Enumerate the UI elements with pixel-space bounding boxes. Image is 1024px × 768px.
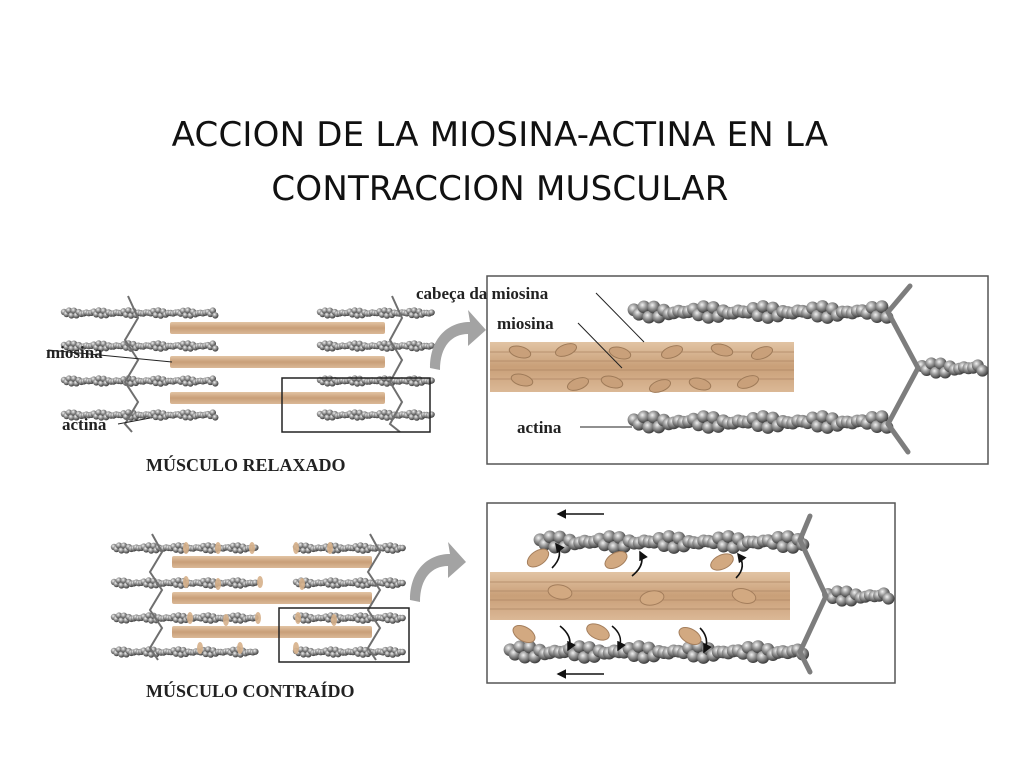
actin-strand — [316, 307, 435, 319]
z-lines — [123, 295, 404, 433]
myosin-filaments — [170, 322, 385, 404]
myosin-head — [600, 375, 624, 389]
z-disc — [885, 283, 921, 455]
myosin-head — [183, 542, 189, 554]
myosin-head — [639, 590, 665, 606]
myosin-head — [526, 548, 550, 568]
myosin-filament — [170, 392, 385, 404]
myosin-heads — [183, 542, 337, 654]
label-myosin: miosina — [46, 343, 103, 362]
myosin-head — [660, 345, 684, 359]
myosin-head — [299, 578, 305, 590]
actin-strand — [110, 612, 259, 624]
zoom-arrow — [430, 310, 486, 370]
actin-strand — [916, 357, 989, 379]
myosin-heads — [508, 343, 774, 393]
myosin-head — [554, 343, 578, 357]
actin-strand — [60, 307, 219, 319]
myosin-head — [249, 542, 255, 554]
myosin-heads — [512, 548, 757, 646]
actin-strand — [503, 640, 810, 664]
slide-title-line-1: ACCION DE LA MIOSINA-ACTINA EN LA — [171, 115, 829, 155]
zoom-region-box — [278, 607, 410, 663]
z-disc — [797, 513, 829, 675]
z-lines — [148, 533, 382, 661]
label-actin-detail: actina — [517, 418, 562, 437]
myosin-head — [566, 377, 590, 391]
actin-strand — [110, 577, 259, 589]
myosin-head — [215, 578, 221, 590]
myosin-head — [215, 542, 221, 554]
relaxed-detail-panel: cabeça da miosina miosina actina — [416, 275, 989, 465]
myosin-filament — [172, 626, 372, 638]
myosin-head — [510, 373, 534, 387]
myosin-head — [547, 584, 573, 600]
actin-strand — [316, 340, 435, 352]
myosin-head — [604, 550, 628, 570]
label-actin: actina — [62, 415, 107, 434]
myosin-head — [197, 642, 203, 654]
myosin-head — [293, 542, 299, 554]
myosin-head — [257, 576, 263, 588]
myosin-head — [608, 346, 632, 360]
myosin-head — [731, 588, 757, 604]
actin-strand — [316, 409, 435, 421]
myosin-head — [255, 612, 261, 624]
myosin-filament — [172, 556, 372, 568]
relaxed-sarcomere-overview: miosina actina MÚSCULO RELAXADO — [46, 295, 435, 475]
actin-strand — [292, 646, 406, 658]
actin-strand — [60, 340, 219, 352]
caption-contracted: MÚSCULO CONTRAÍDO — [146, 680, 355, 701]
actin-thin-filaments — [503, 530, 895, 664]
actin-filaments-left — [60, 307, 219, 421]
slide-title: ACCION DE LA MIOSINA-ACTINA EN LA CONTRA… — [60, 108, 940, 216]
myosin-head — [295, 612, 301, 624]
myosin-head — [223, 614, 229, 626]
myosin-head — [750, 346, 774, 360]
actin-strand — [110, 646, 259, 658]
myosin-filaments — [172, 556, 372, 638]
myosin-head — [688, 377, 712, 391]
myosin-head — [586, 623, 610, 641]
myosin-head — [710, 553, 734, 571]
myosin-filament — [172, 592, 372, 604]
myosin-filament — [170, 322, 385, 334]
actin-filaments — [110, 542, 406, 658]
caption-relaxed: MÚSCULO RELAXADO — [146, 454, 346, 475]
myosin-head — [237, 642, 243, 654]
actin-strand — [627, 410, 894, 434]
actin-strand — [292, 612, 406, 624]
myosin-head — [293, 642, 299, 654]
actin-strand — [292, 577, 406, 589]
myosin-head — [183, 576, 189, 588]
myosin-head — [736, 375, 760, 389]
actin-strand — [822, 585, 895, 607]
power-stroke-arrows — [551, 542, 747, 654]
myosin-head — [678, 626, 702, 646]
contracted-detail-panel — [486, 502, 896, 684]
myosin-filament — [170, 356, 385, 368]
slide-title-line-2: CONTRACCION MUSCULAR — [271, 169, 729, 209]
contracted-sarcomere-overview: MÚSCULO CONTRAÍDO — [110, 533, 410, 701]
actin-strand — [627, 300, 894, 324]
myosin-head — [508, 345, 532, 359]
myosin-head — [187, 612, 193, 624]
label-myosin-head: cabeça da miosina — [416, 284, 549, 303]
myosin-head — [710, 343, 734, 357]
myosin-head — [327, 542, 333, 554]
label-myosin-detail: miosina — [497, 314, 554, 333]
zoom-region-box — [281, 377, 431, 433]
myosin-head — [648, 379, 672, 393]
zoom-arrow — [410, 542, 466, 602]
actin-strand — [60, 375, 219, 387]
myosin-head — [331, 614, 337, 626]
actin-strand — [316, 375, 435, 387]
myosin-head — [512, 624, 536, 644]
sliding-direction-arrows — [556, 509, 604, 679]
actin-thin-filaments — [627, 300, 989, 434]
actin-strand — [60, 409, 219, 421]
actin-strand — [292, 542, 406, 554]
